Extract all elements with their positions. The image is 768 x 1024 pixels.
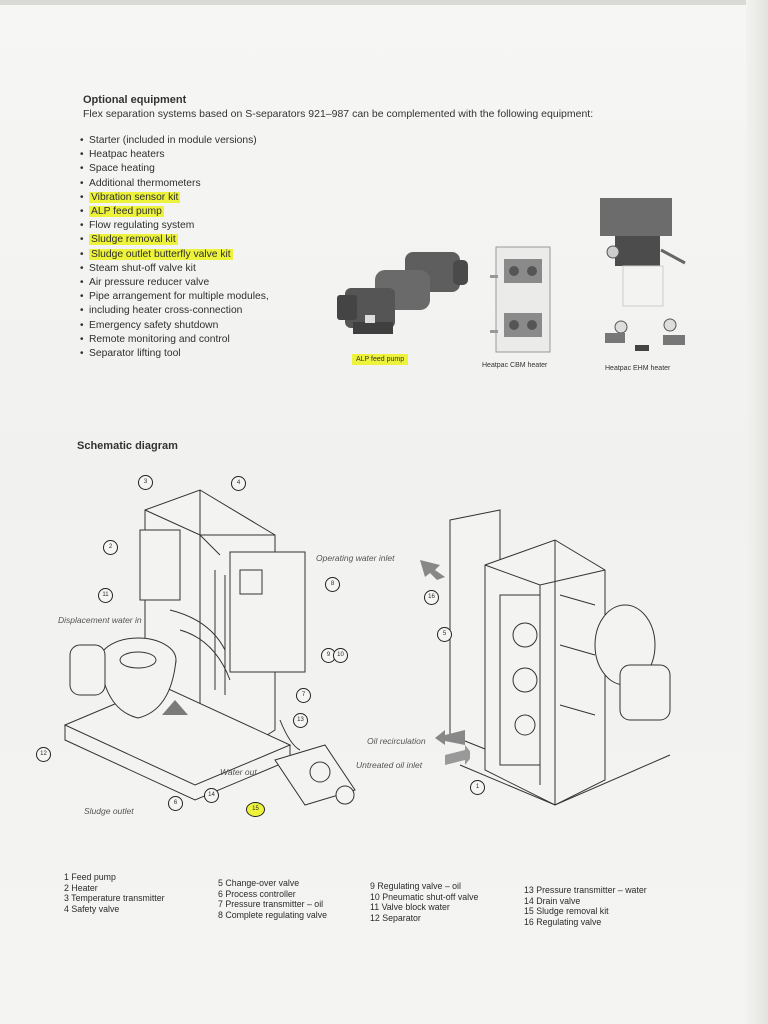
callout-1: 1 <box>470 780 485 795</box>
displacement-water-in-label: Displacement water in <box>58 615 142 625</box>
oil-recirculation-label: Oil recirculation <box>367 736 426 746</box>
list-item-highlighted: Sludge removal kit <box>80 233 330 248</box>
legend-item: 9 Regulating valve – oil <box>370 881 461 891</box>
heatpac-cbm-heater-caption: Heatpac CBM heater <box>482 362 548 369</box>
arrow-icon <box>420 560 445 580</box>
list-item: Space heating <box>80 162 330 176</box>
list-item: Starter (included in module versions) <box>80 134 330 148</box>
legend-item: 7 Pressure transmitter – oil <box>218 899 324 910</box>
callout-6: 6 <box>168 796 183 811</box>
callout-13: 13 <box>293 713 308 728</box>
optional-equipment-list: Starter (included in module versions) He… <box>80 134 330 361</box>
legend-item: 12 Separator <box>370 912 421 923</box>
callout-7: 7 <box>296 688 311 703</box>
operating-water-inlet-label: Operating water inlet <box>316 553 395 563</box>
schematic-right-unit <box>449 509 671 806</box>
arrow-icon <box>445 745 470 765</box>
list-item: Additional thermometers <box>80 177 330 191</box>
callout-15: 15 <box>246 802 265 817</box>
legend-item: 10 Pneumatic shut-off valve <box>370 891 479 902</box>
legend-column-3: 9 Regulating valve – oil 10 Pneumatic sh… <box>370 881 478 923</box>
legend-item: 6 Process controller <box>218 888 296 899</box>
list-item: Remote monitoring and control <box>80 333 330 347</box>
list-item: Air pressure reducer valve <box>80 276 330 290</box>
legend-column-4: 13 Pressure transmitter – water 14 Drain… <box>524 885 647 927</box>
schematic-diagram-title: Schematic diagram <box>77 440 178 452</box>
arrow-icon <box>435 730 465 745</box>
legend-item: 8 Complete regulating valve <box>218 909 328 920</box>
schematic-left-unit <box>63 489 356 806</box>
list-item-highlighted: ALP feed pump <box>80 205 330 219</box>
list-item: Steam shut-off valve kit <box>80 262 330 276</box>
legend-item: 14 Drain valve <box>524 895 581 906</box>
list-item-highlighted: Vibration sensor kit <box>80 191 330 205</box>
callout-12: 12 <box>36 747 51 762</box>
flow-arrows <box>420 560 470 765</box>
list-item: Emergency safety shutdown <box>80 319 330 333</box>
optional-equipment-intro: Flex separation systems based on S-separ… <box>83 108 594 120</box>
callout-14: 14 <box>204 788 219 803</box>
sludge-outlet-label: Sludge outlet <box>84 806 134 816</box>
heatpac-ehm-heater-caption: Heatpac EHM heater <box>605 365 671 372</box>
list-item-highlighted: Sludge outlet butterfly valve kit <box>80 248 330 262</box>
list-item: Heatpac heaters <box>80 148 330 162</box>
callout-2: 2 <box>103 540 118 555</box>
callout-16: 16 <box>424 590 439 605</box>
heatpac-ehm-heater-image <box>600 198 686 351</box>
alp-feed-pump-caption: ALP feed pump <box>352 354 409 365</box>
list-item: Pipe arrangement for multiple modules, <box>80 290 330 304</box>
legend-item: 4 Safety valve <box>64 903 120 914</box>
legend-item: 16 Regulating valve <box>524 916 602 927</box>
list-item: Separator lifting tool <box>80 347 330 361</box>
legend-column-2: 5 Change-over valve 6 Process controller… <box>218 878 327 920</box>
callout-8: 8 <box>325 577 340 592</box>
legend-item: 13 Pressure transmitter – water <box>524 885 647 895</box>
callout-3: 3 <box>138 475 153 490</box>
callout-10: 10 <box>333 648 348 663</box>
water-out-label: Water out <box>220 767 257 777</box>
legend-item: 11 Valve block water <box>370 902 450 913</box>
legend-item: 15 Sludge removal kit <box>524 906 609 917</box>
legend-item: 1 Feed pump <box>64 872 116 882</box>
heatpac-cbm-heater-image <box>490 246 551 353</box>
legend-item: 5 Change-over valve <box>218 878 300 888</box>
scan-top-edge <box>0 0 768 5</box>
legend-item: 2 Heater <box>64 882 98 893</box>
optional-equipment-title: Optional equipment <box>83 94 187 106</box>
callout-4: 4 <box>231 476 246 491</box>
legend-item: 3 Temperature transmitter <box>64 893 165 904</box>
alp-feed-pump-image <box>337 252 468 334</box>
list-item-continuation: including heater cross-connection <box>80 304 330 318</box>
untreated-oil-inlet-label: Untreated oil inlet <box>356 760 423 770</box>
legend-column-1: 1 Feed pump 2 Heater 3 Temperature trans… <box>64 872 165 914</box>
callout-5: 5 <box>437 627 452 642</box>
callout-11: 11 <box>98 588 113 603</box>
list-item: Flow regulating system <box>80 219 330 233</box>
scan-right-edge <box>746 0 768 1024</box>
